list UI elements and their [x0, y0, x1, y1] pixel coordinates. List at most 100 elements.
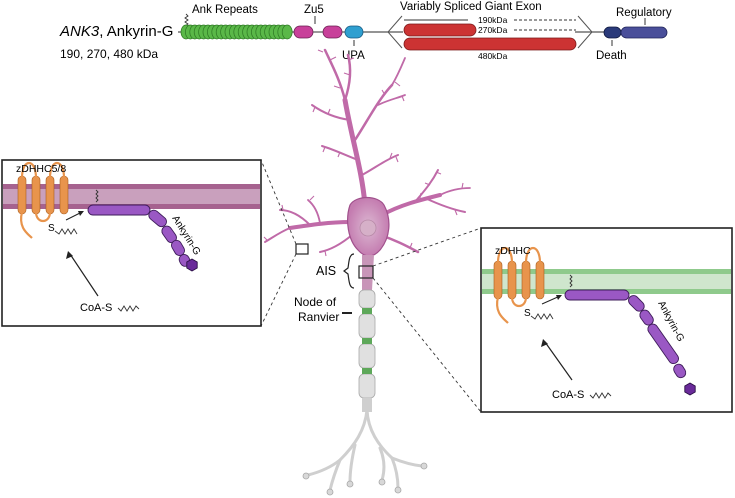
- zdhhc58-enzyme: [17, 161, 69, 239]
- transmembrane-helix: [535, 260, 545, 300]
- zoom-line: [372, 227, 482, 267]
- membrane-outer-top: [3, 184, 260, 189]
- gene-symbol: ANK3: [59, 23, 100, 40]
- n-terminal-tail: [496, 296, 509, 324]
- transmembrane-helix: [17, 175, 27, 215]
- node-of-ranvier: [362, 338, 372, 344]
- giant-exon-480-bar: [403, 37, 577, 51]
- death-domain: [603, 26, 622, 39]
- neuron: AIS Node of Ranvier: [260, 48, 482, 496]
- right-panel-ais: zDHHC S Ankyrin-G CoA-S: [480, 227, 733, 413]
- coa-label-left: CoA-S: [80, 302, 112, 314]
- death-label: Death: [596, 50, 627, 62]
- node-of-ranvier-label: Node of: [294, 295, 337, 309]
- zoom-box-ais: [358, 265, 374, 279]
- ankyrin-g-left: [87, 204, 198, 272]
- axon-terminals: [306, 408, 424, 492]
- ankyrin-g-right: [564, 289, 696, 396]
- zu5-domain: [293, 25, 314, 39]
- palmitoyl-on-ankyrin-left: [95, 189, 99, 203]
- zu5-label: Zu5: [304, 4, 324, 16]
- transmembrane-helix: [31, 175, 41, 215]
- isoform-480-label: 480kDa: [478, 51, 508, 61]
- ank-repeats-label: Ank Repeats: [192, 4, 258, 16]
- terminal-boutons: [302, 462, 428, 496]
- upa-label: UPA: [342, 50, 365, 62]
- ankyrin-segment: [647, 323, 679, 365]
- transmembrane-helix: [521, 260, 531, 300]
- ais-brace: [343, 253, 355, 289]
- ank-repeat: [281, 24, 293, 40]
- transmembrane-helix: [507, 260, 517, 300]
- thioester-right: S: [524, 308, 531, 319]
- ankyrin-c-terminus: [186, 258, 198, 272]
- enzyme-label-left: zDHHC5/8: [16, 163, 66, 175]
- axon-shaft: [362, 398, 372, 412]
- transfer-arrowhead-right: [556, 295, 562, 300]
- zoom-line: [260, 159, 297, 245]
- extracellular-loop: [496, 246, 514, 264]
- dendrites: [264, 48, 471, 254]
- nucleus: [359, 219, 377, 237]
- myelin-segment: [358, 343, 376, 369]
- transmembrane-helix: [45, 175, 55, 215]
- membrane-inner: [3, 186, 260, 207]
- transmembrane-helix: [59, 175, 69, 215]
- coa-arrow-right: [544, 341, 573, 381]
- myelin-segment: [358, 289, 376, 309]
- ais-label: AIS: [316, 264, 336, 278]
- bracket-right: [577, 15, 593, 49]
- zu5-domain: [322, 25, 343, 39]
- isoform-270-label: 270kDa: [478, 25, 508, 35]
- ankyrin-segment: [87, 204, 151, 216]
- coa-arrowhead-right: [541, 339, 548, 347]
- regulatory-label: Regulatory: [616, 7, 672, 19]
- extracellular-loop: [20, 161, 38, 179]
- right-panel-frame: [480, 227, 733, 413]
- left-panel-dendrite: zDHHC5/8 S Ankyrin-G CoA-S: [1, 159, 262, 327]
- giant-exon-label: Variably Spliced Giant Exon: [400, 1, 542, 13]
- myelin-segment: [358, 313, 376, 339]
- intracellular-loop: [510, 296, 528, 308]
- ankyrin-segment: [148, 209, 167, 228]
- myelin-segment: [358, 373, 376, 399]
- isoform-190-label: 190kDa: [478, 15, 508, 25]
- ankyrin-segment: [564, 289, 630, 301]
- thioester-left: S: [48, 223, 55, 234]
- zdhhc-enzyme: [493, 246, 545, 324]
- node-of-ranvier-label-2: Ranvier: [298, 310, 339, 324]
- ank-repeats: [180, 24, 293, 40]
- intracellular-loop: [34, 211, 52, 223]
- domain-map: ANK3, Ankyrin-G 190, 270, 480 kDa Ank Re…: [59, 1, 672, 62]
- axon-initial-segment: [362, 255, 374, 290]
- coa-arrow-left: [69, 253, 99, 297]
- transmembrane-helix: [493, 260, 503, 300]
- regulatory-domain: [620, 26, 668, 39]
- palmitoyl-on-ankyrin-right: [569, 274, 573, 288]
- upa-domain: [344, 25, 364, 39]
- ankyrin-segment: [673, 363, 687, 379]
- coa-label-right: CoA-S: [552, 389, 584, 401]
- zoom-line: [372, 277, 482, 413]
- membrane-outer-top: [482, 269, 731, 274]
- zoom-box-dendrite: [295, 243, 309, 255]
- node-of-ranvier: [362, 308, 372, 314]
- palmitate-chain-left: [54, 228, 78, 235]
- ankyrin-segment: [628, 295, 645, 312]
- coa-chain-right: [589, 392, 612, 399]
- coa-chain-left: [117, 305, 140, 312]
- coa-arrowhead-left: [66, 251, 73, 259]
- gene-name: , Ankyrin-G: [99, 23, 173, 40]
- zoom-line: [260, 253, 297, 327]
- extracellular-loop: [524, 246, 542, 264]
- palmitate-chain-right: [530, 313, 554, 320]
- isoform-sizes: 190, 270, 480 kDa: [60, 47, 158, 61]
- ankyrin-c-terminus: [684, 382, 696, 396]
- transfer-arrowhead-left: [78, 211, 84, 216]
- membrane-inner: [482, 271, 731, 292]
- enzyme-label-right: zDHHC: [495, 245, 531, 257]
- dendritic-spines: [263, 49, 464, 257]
- gene-title: ANK3, Ankyrin-G: [59, 23, 173, 40]
- axon: [358, 289, 376, 412]
